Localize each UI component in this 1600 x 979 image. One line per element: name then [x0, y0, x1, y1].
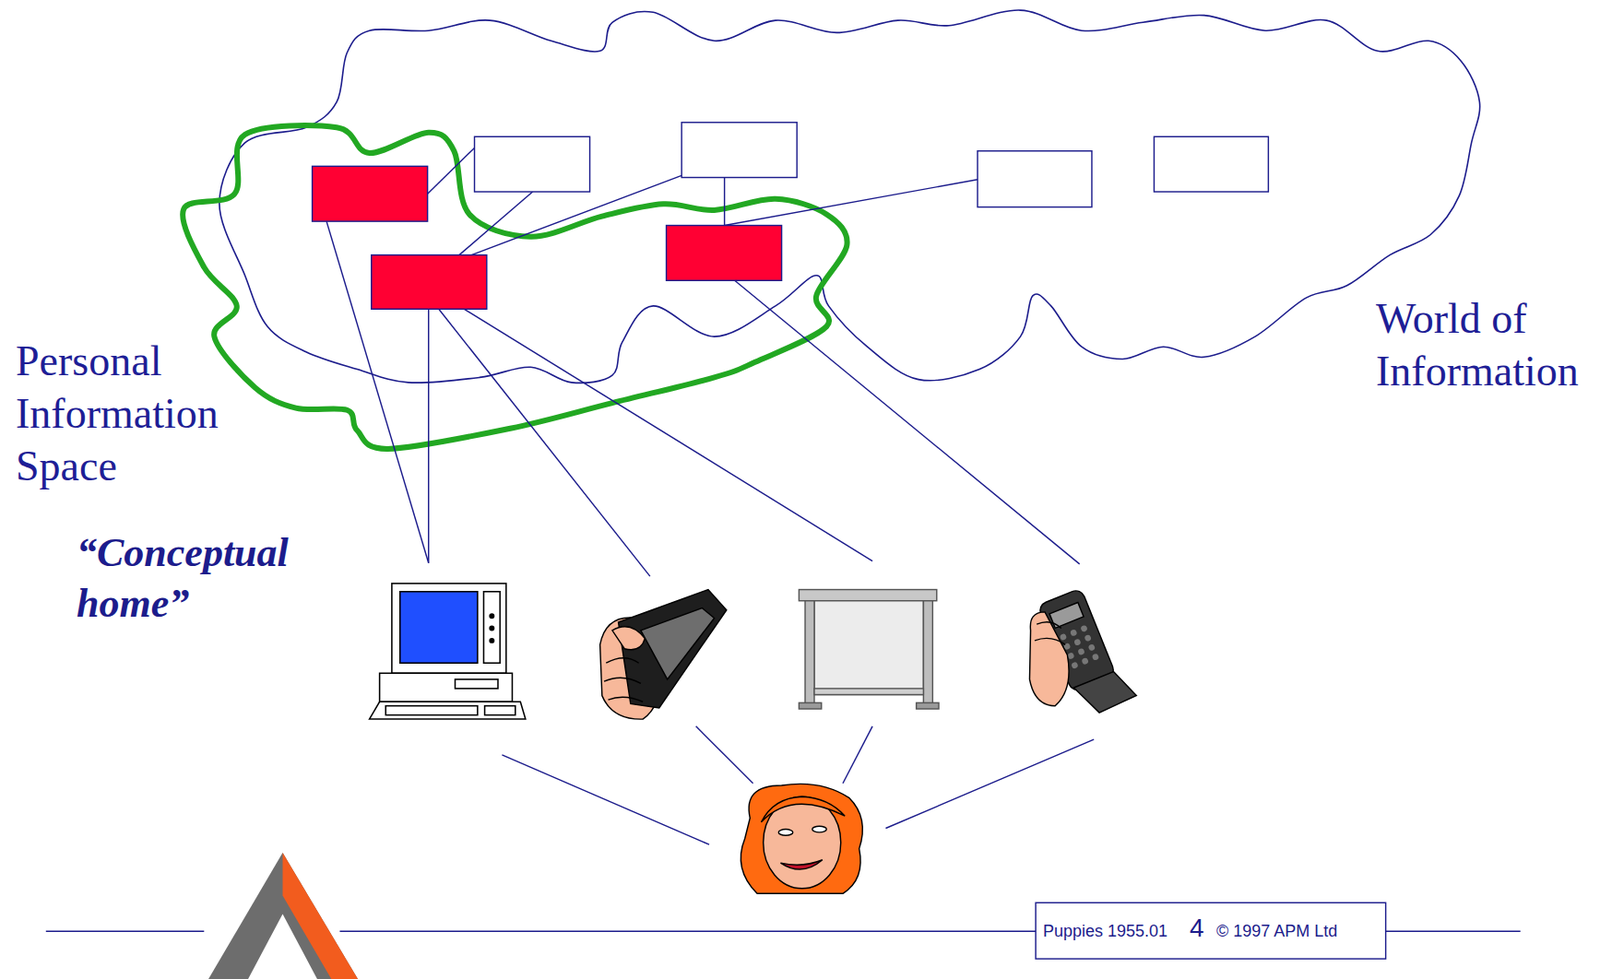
key	[1063, 642, 1072, 652]
page-number: 4	[1189, 913, 1205, 944]
hand	[1029, 612, 1069, 707]
cloud-outline	[175, 115, 858, 459]
board-post	[923, 601, 933, 706]
info-boxes	[312, 122, 1269, 309]
link-line	[459, 191, 534, 256]
link-line	[724, 179, 978, 226]
handheld-icon	[600, 590, 727, 721]
eye	[778, 829, 793, 837]
personal-info-box	[371, 255, 487, 310]
info-box	[681, 122, 797, 178]
link-line	[501, 755, 710, 845]
phone-flip	[1073, 667, 1138, 719]
fingers	[1034, 622, 1066, 646]
key	[1087, 643, 1096, 652]
key	[1073, 638, 1082, 647]
key	[1077, 648, 1086, 657]
world-cloud: World of Information	[212, 3, 1494, 421]
link-line	[885, 739, 1094, 829]
button	[489, 639, 494, 643]
key	[1069, 628, 1079, 638]
personal-info-box	[312, 165, 428, 222]
eye	[812, 826, 827, 833]
key	[1083, 634, 1092, 643]
keys	[485, 706, 516, 716]
footer-rule	[46, 931, 205, 933]
cloud-path	[182, 125, 847, 450]
person-face	[740, 783, 863, 894]
computer-icon	[369, 583, 526, 720]
link-line	[326, 221, 429, 564]
callout-text: “Conceptual home”	[76, 527, 344, 629]
link-lines	[326, 147, 1094, 845]
footer-rule	[339, 931, 1036, 933]
key	[1066, 651, 1076, 661]
fringe	[760, 796, 845, 823]
footer-box	[1035, 902, 1387, 960]
key	[1059, 633, 1068, 642]
link-line	[696, 726, 754, 784]
keypad	[1059, 625, 1101, 671]
link-line	[471, 175, 682, 255]
link-line	[427, 308, 429, 564]
personal-info-box	[666, 225, 783, 282]
link-line	[842, 726, 873, 784]
logo-accent	[283, 853, 360, 979]
link-line	[723, 177, 725, 226]
phone-screen	[1049, 603, 1084, 629]
hand	[600, 617, 659, 720]
info-box	[1153, 136, 1269, 192]
board-post	[805, 601, 815, 706]
key	[1080, 657, 1090, 666]
key	[1070, 661, 1079, 670]
phone-icon	[1029, 583, 1138, 720]
face	[763, 796, 842, 889]
info-box	[977, 151, 1092, 208]
info-box	[474, 136, 591, 192]
mouth	[780, 860, 822, 870]
copyright-note: © 1997 APM Ltd	[1216, 921, 1338, 942]
button	[489, 614, 494, 618]
link-line	[438, 308, 651, 577]
footer-rule	[1386, 931, 1521, 933]
whiteboard-icon	[798, 590, 939, 710]
footer-ref: Puppies 1955.01	[1042, 921, 1168, 942]
screen	[400, 592, 478, 664]
key	[1079, 625, 1089, 634]
monitor-panel	[483, 592, 500, 664]
cloud-heading: World of Information	[1375, 292, 1598, 398]
board-foot	[916, 702, 939, 710]
footer	[46, 853, 1521, 979]
logo-inner	[247, 913, 319, 979]
board	[814, 601, 924, 696]
handheld-screen	[640, 607, 715, 679]
key	[1091, 652, 1101, 662]
board-top	[798, 590, 937, 602]
handset	[1037, 588, 1116, 693]
fingers	[604, 658, 643, 703]
cloud-heading: Personal Information Space	[15, 334, 238, 493]
personal-space-cloud: Personal Information Space	[175, 115, 858, 459]
handheld-device	[618, 590, 727, 709]
drive-slot	[454, 679, 498, 689]
illustration-group	[46, 122, 1521, 979]
link-line	[463, 308, 873, 561]
keys	[385, 706, 478, 716]
board-tray	[814, 688, 924, 696]
link-line	[427, 147, 475, 194]
cloud-outline	[212, 3, 1494, 421]
thumb	[612, 627, 645, 651]
monitor	[391, 583, 507, 674]
hair	[740, 783, 863, 894]
button	[489, 626, 494, 630]
phone-body	[1037, 583, 1138, 720]
cloud-path	[219, 10, 1481, 383]
logo-triangle	[207, 853, 360, 979]
base-unit	[379, 673, 513, 702]
link-line	[734, 280, 1080, 565]
board-foot	[798, 702, 821, 710]
keyboard	[369, 701, 526, 720]
